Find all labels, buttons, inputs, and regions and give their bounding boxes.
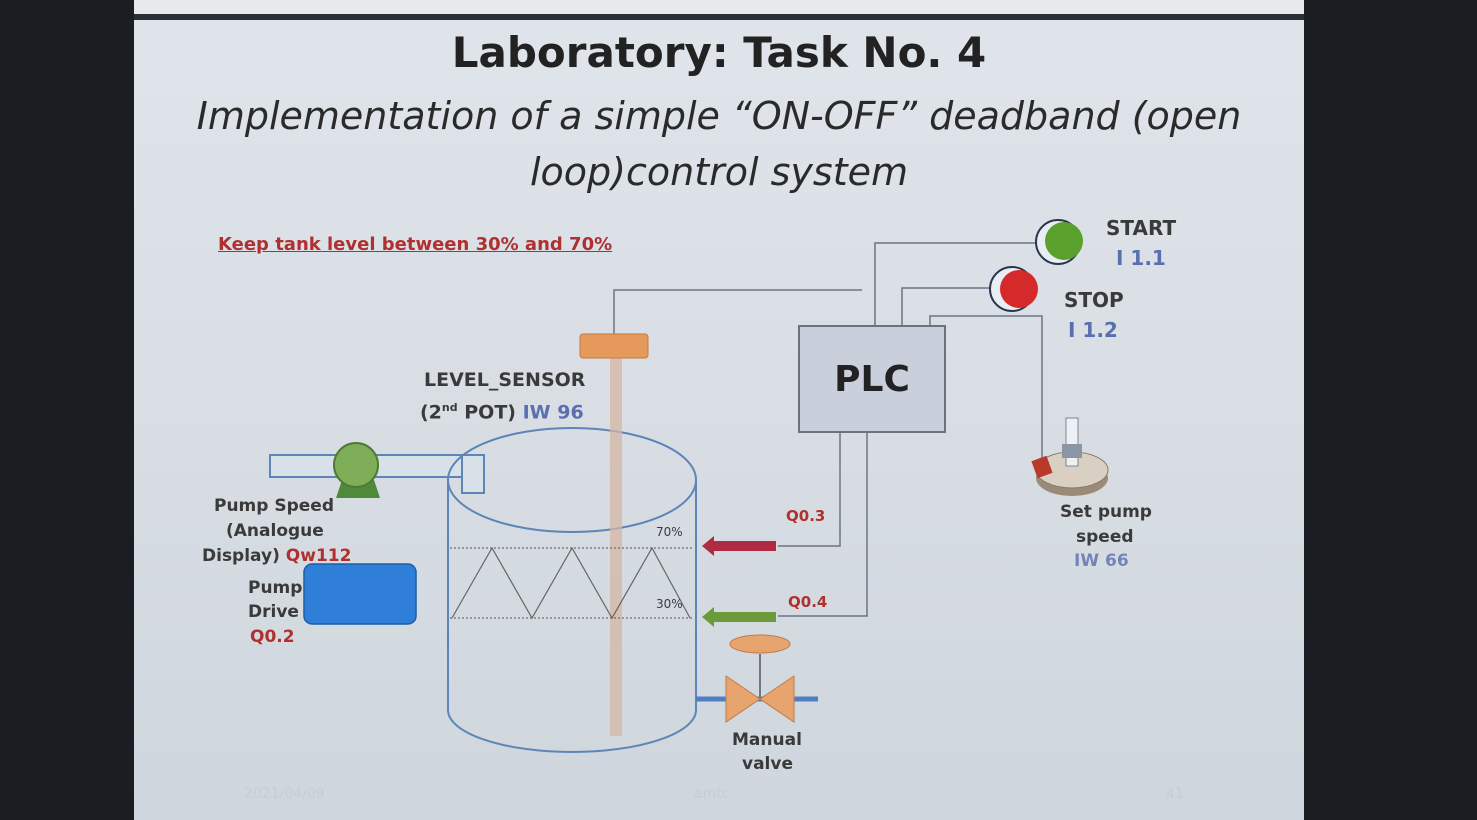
start-wire: [874, 242, 1039, 325]
pot-wire: [929, 315, 1043, 470]
deadband-zigzag: [451, 546, 691, 620]
potentiometer-icon: [1031, 417, 1109, 496]
start-address: I 1.1: [1116, 246, 1166, 270]
pump-drive-box: [303, 563, 417, 625]
pump-drive-address: Q0.2: [250, 627, 295, 647]
low-level-percent: 30%: [656, 597, 683, 611]
high-level-arrow-icon: [702, 536, 776, 556]
set-speed-line1: Set pump: [1060, 502, 1152, 522]
level-sensor-label: LEVEL_SENSOR: [424, 369, 586, 391]
pump-drive-line1: Pump: [248, 578, 303, 598]
set-speed-line2: speed: [1076, 527, 1134, 547]
footer-page-number: 41: [1166, 786, 1184, 802]
stop-wire: [901, 287, 994, 325]
high-level-wire: [778, 430, 841, 547]
sensor-rod: [610, 358, 622, 736]
level-sensor-address: IW 96: [522, 401, 584, 424]
stop-button-icon: [989, 266, 1038, 312]
start-button-icon: [1035, 219, 1083, 265]
set-speed-address: IW 66: [1074, 551, 1129, 571]
sensor-wire: [613, 289, 862, 335]
high-level-percent: 70%: [656, 525, 683, 539]
plc-box: PLC: [798, 325, 946, 433]
footer-date: 2021/04/09: [244, 786, 325, 802]
high-level-address: Q0.3: [786, 507, 826, 525]
process-diagram: [269, 219, 1109, 753]
slide-title: Laboratory: Task No. 4: [451, 28, 987, 77]
low-level-address: Q0.4: [788, 593, 828, 611]
stop-label: STOP: [1064, 288, 1124, 312]
sensor-head-icon: [579, 333, 649, 359]
stop-address: I 1.2: [1068, 318, 1118, 342]
manual-valve-line2: valve: [742, 754, 793, 774]
pump-speed-line2: (Analogue: [226, 521, 324, 541]
start-label: START: [1106, 216, 1177, 240]
slide: Laboratory: Task No. 4 Implementation of…: [134, 0, 1304, 820]
pump-speed-line3: Display) Qw112: [202, 546, 352, 566]
goal-text: Keep tank level between 30% and 70%: [218, 234, 613, 255]
pump-speed-address: Qw112: [285, 546, 352, 566]
wiring: [613, 242, 1043, 617]
tank: [447, 427, 697, 753]
manual-valve-icon: [696, 634, 818, 723]
low-level-wire: [778, 430, 868, 617]
slide-top-bar: [134, 0, 1304, 20]
slide-subtitle: Implementation of a simple “ON-OFF” dead…: [196, 94, 1242, 194]
level-sensor-pot: (2nd POT) IW 96: [420, 401, 584, 424]
footer-center: amtc: [694, 786, 730, 802]
pump-drive-line2: Drive: [248, 602, 299, 622]
pump-icon: [333, 442, 380, 498]
manual-valve-line1: Manual: [732, 730, 802, 750]
low-level-arrow-icon: [702, 607, 776, 627]
pump-speed-line1: Pump Speed: [214, 496, 335, 516]
